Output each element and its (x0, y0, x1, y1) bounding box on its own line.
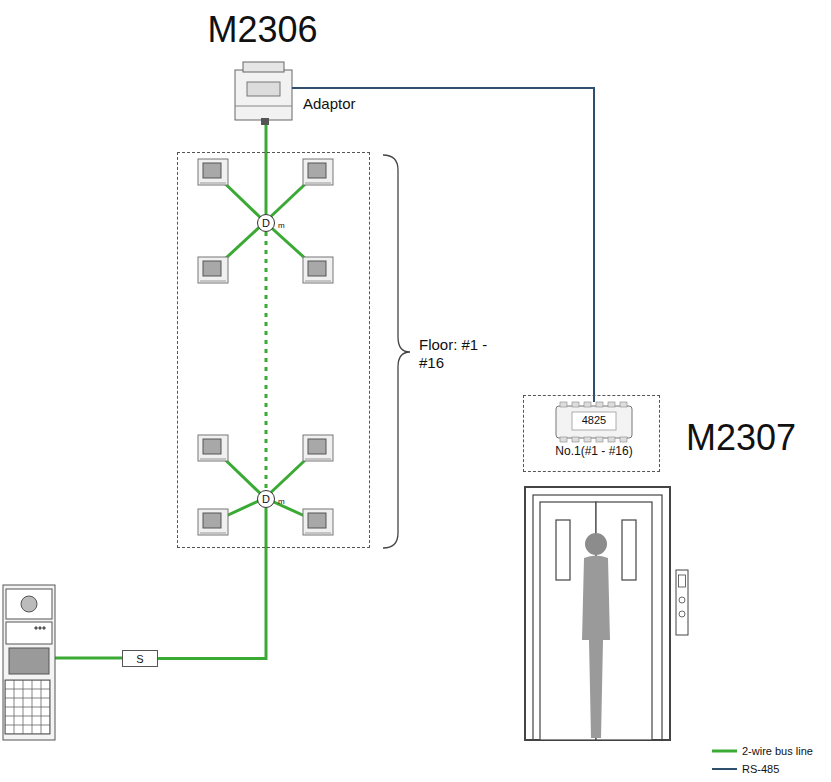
door-station (3, 585, 55, 740)
indoor-monitor (198, 159, 333, 535)
bus-wire (55, 172, 318, 658)
distributor-index: m (278, 221, 285, 231)
legend-line (712, 762, 737, 776)
adaptor-module: M2306Adaptor (225, 10, 300, 125)
device-label: Adaptor (303, 95, 356, 113)
indoor-monitor (198, 159, 228, 185)
device-model: M2306 (207, 8, 317, 51)
distributor-index: m (278, 497, 285, 507)
legend-entry: 2-wire bus line (712, 744, 813, 758)
distributor-letter: D (262, 492, 270, 507)
elevator-controller: 4825No.1(#1 - #16) (544, 402, 644, 468)
controller-group: 4825No.1(#1 - #16)M2307 (523, 395, 660, 472)
legend-text: 2-wire bus line (742, 745, 813, 757)
bus-wire (265, 232, 268, 490)
controller-code: 4825 (582, 413, 606, 428)
legend-line (712, 744, 737, 758)
indoor-monitor (198, 257, 228, 283)
elevator (525, 487, 688, 740)
indoor-monitor (303, 159, 333, 185)
indoor-monitor (198, 435, 228, 461)
distributor-circle: Dm (257, 214, 275, 232)
legend-entry: RS-485 (712, 762, 779, 776)
splitter-letter: S (136, 652, 143, 667)
distributor-letter: D (262, 216, 270, 231)
device-picture (544, 402, 644, 468)
splitter-box: S (122, 650, 158, 667)
floor-group: DmDmFloor: #1 - #16 (177, 152, 370, 548)
rs485-wire (300, 88, 594, 402)
controller-label: No.1(#1 - #16) (555, 444, 632, 458)
device-model: M2307 (686, 416, 796, 459)
floor-label: Floor: #1 - #16 (419, 336, 489, 372)
indoor-monitor (303, 257, 333, 283)
bus-wire (265, 125, 268, 214)
indoor-monitor (198, 509, 228, 535)
legend-text: RS-485 (742, 763, 779, 775)
floor-bracket (383, 155, 410, 548)
indoor-monitor (303, 509, 333, 535)
indoor-monitor (303, 435, 333, 461)
bus-wire (158, 508, 266, 659)
distributor-circle: Dm (257, 490, 275, 508)
